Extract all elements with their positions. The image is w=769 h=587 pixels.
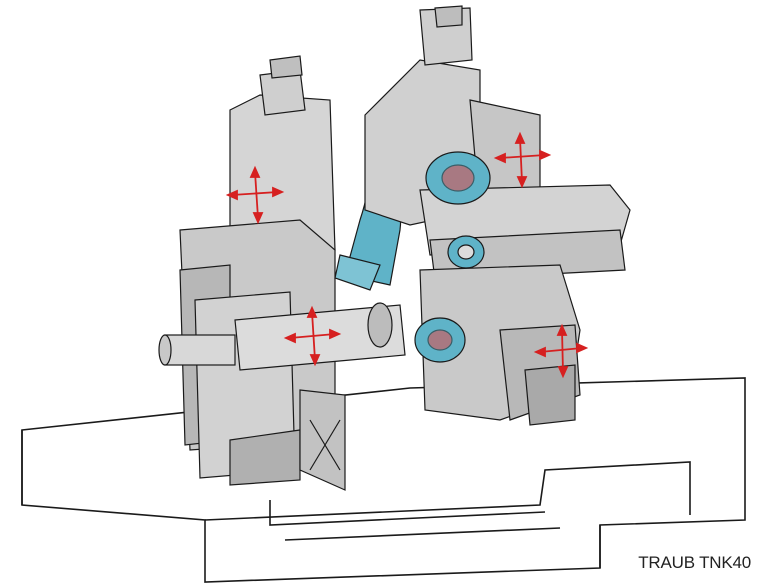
machine-base [21,377,746,583]
axis-arrow-right-lower [533,323,589,379]
axis-arrow-left-upper [225,165,285,225]
left-spindle [158,302,406,371]
axis-arrow-left-lower [283,305,342,367]
figure-caption: TRAUB TNK40 [638,553,751,572]
axis-arrows [225,131,589,379]
blue-turrets [414,151,491,363]
right-lower-turret [419,264,581,426]
left-carriage [179,55,346,491]
axis-arrow-right-upper [493,131,552,189]
